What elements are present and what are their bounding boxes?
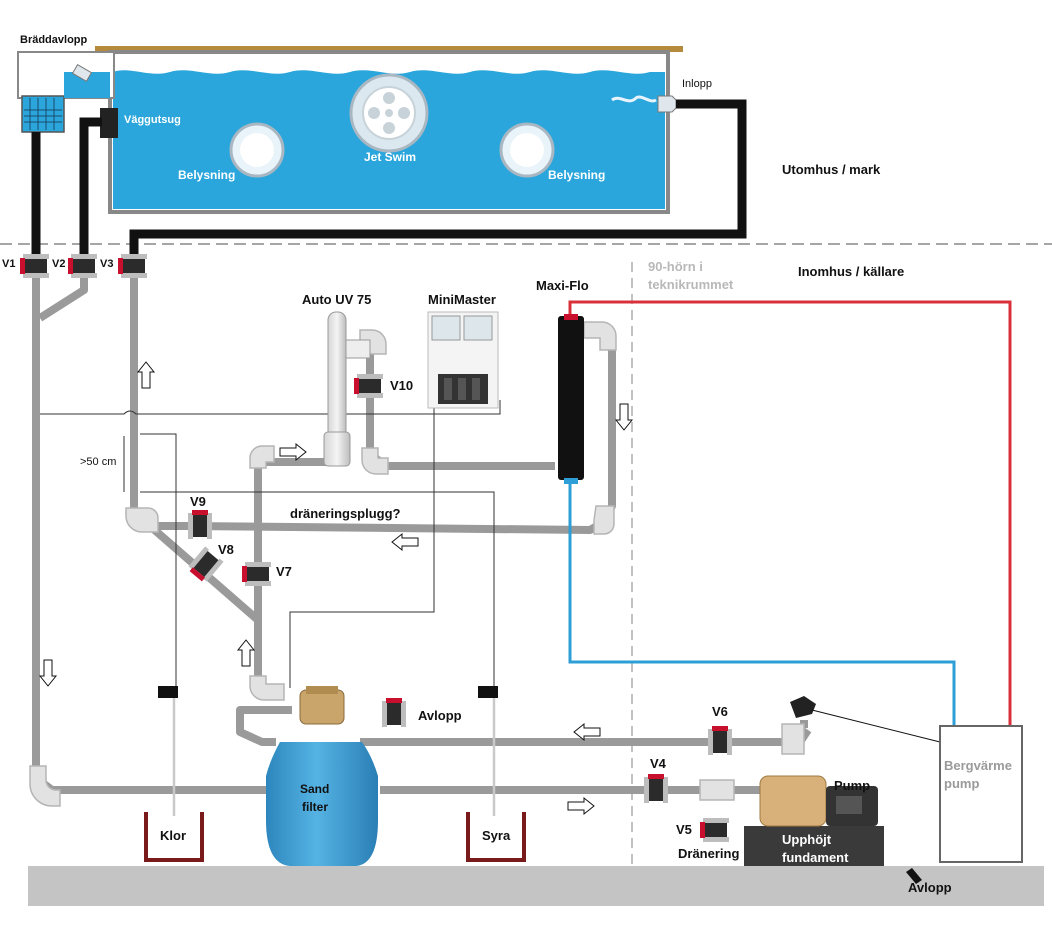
valve-label-v10: V10 [390, 378, 414, 393]
valve-v3[interactable] [118, 254, 147, 278]
flow-arrow-left-icon [573, 722, 601, 742]
heat-pump-return-line [568, 476, 956, 726]
flow-arrow-up-icon [136, 361, 156, 389]
valve-label-v1: V1 [2, 258, 16, 270]
foundation-label-2: fundament [782, 850, 849, 865]
sand-filter [266, 686, 378, 866]
valve-handle-icon[interactable] [242, 566, 247, 582]
valve-v4[interactable] [644, 774, 668, 803]
minimaster-label: MiniMaster [428, 292, 496, 307]
flow-arrow-left-icon [391, 532, 419, 552]
indoor-zone-label: Inomhus / källare [798, 264, 905, 279]
overflow-label: Bräddavlopp [20, 34, 88, 46]
valve-label-v2: V2 [52, 258, 66, 270]
pipe-elbows [29, 321, 805, 807]
floor [28, 866, 1044, 906]
corner-note: 90-hörn i teknikrummet [648, 259, 734, 292]
drain-plug-label: dräneringsplugg? [290, 506, 401, 521]
valve-handle-icon[interactable] [386, 698, 402, 703]
chlorine-label: Klor [160, 828, 186, 843]
valve-handle-icon[interactable] [68, 258, 73, 274]
valve-handle-icon[interactable] [20, 258, 25, 274]
valve-label-v6: V6 [712, 704, 728, 719]
chlorine-tank [144, 812, 204, 862]
height-note: >50 cm [80, 456, 117, 468]
flow-arrow-right-icon [567, 796, 595, 816]
uv-unit [323, 311, 371, 467]
valve-handle-icon[interactable] [712, 726, 728, 731]
flow-arrow-down-icon [614, 403, 634, 431]
filter-drain-label: Avlopp [418, 708, 462, 723]
light-left-label: Belysning [178, 168, 236, 182]
wall-vac-icon [100, 108, 118, 138]
heat-pump-box [939, 725, 1023, 863]
valve-handle-icon[interactable] [700, 822, 705, 838]
valve-v5[interactable] [700, 818, 729, 842]
valve-avlopp[interactable] [382, 698, 406, 727]
dosing-hoses [172, 698, 496, 826]
pool [17, 46, 683, 214]
pump [744, 696, 941, 866]
valve-layer [20, 254, 732, 842]
valve-handle-icon[interactable] [192, 510, 208, 515]
inlet-icon [657, 95, 677, 113]
valve-label-v4: V4 [650, 756, 666, 771]
minimaster-unit [427, 311, 499, 409]
uv-label: Auto UV 75 [302, 292, 372, 307]
valve-label-v8: V8 [218, 542, 234, 557]
valve-v2[interactable] [68, 254, 97, 278]
drainage-label: Dränering [678, 846, 740, 861]
acid-tank [466, 812, 526, 862]
valve-label-v7: V7 [276, 564, 292, 579]
heat-pump-label-2: pump [944, 776, 980, 791]
heat-pump-supply-line [568, 300, 1012, 726]
foundation-label-1: Upphöjt [782, 832, 832, 847]
flow-arrow-up-icon [236, 639, 256, 667]
pump-label: Pump [834, 778, 871, 793]
sand-filter-label-2: filter [302, 800, 329, 814]
floor-drain-icon [906, 868, 922, 884]
control-lines [40, 400, 501, 688]
valve-handle-icon[interactable] [648, 774, 664, 779]
flow-arrow-down-icon [38, 659, 58, 687]
flow-arrow-right-icon [279, 442, 307, 462]
pool-pipes [31, 99, 747, 256]
valve-handle-icon[interactable] [118, 258, 123, 274]
maxiflo-unit [558, 314, 584, 484]
maxiflo-label: Maxi-Flo [536, 278, 589, 293]
sand-filter-label-1: Sand [300, 782, 330, 796]
valve-v8[interactable] [187, 546, 224, 584]
inlet-label: Inlopp [682, 78, 712, 90]
valve-label-v3: V3 [100, 258, 114, 270]
jet-swim-label: Jet Swim [364, 150, 417, 164]
valve-v10[interactable] [354, 374, 383, 398]
outdoor-zone-label: Utomhus / mark [782, 162, 881, 177]
valve-handle-icon[interactable] [189, 567, 206, 582]
valve-v1[interactable] [20, 254, 49, 278]
acid-label: Syra [482, 828, 511, 843]
valve-label-v5: V5 [676, 822, 692, 837]
valve-v7[interactable] [242, 562, 271, 586]
floor-drain-label: Avlopp [908, 880, 952, 895]
light-right-label: Belysning [548, 168, 606, 182]
wall-vac-label: Väggutsug [124, 114, 181, 126]
valve-v9[interactable] [188, 510, 212, 539]
heat-pump-label-1: Bergvärme [944, 758, 1012, 773]
valve-label-v9: V9 [190, 494, 206, 509]
valve-v6[interactable] [708, 726, 732, 755]
dosing-pumps [158, 686, 498, 698]
valve-handle-icon[interactable] [354, 378, 359, 394]
arrow-layer [38, 361, 634, 816]
